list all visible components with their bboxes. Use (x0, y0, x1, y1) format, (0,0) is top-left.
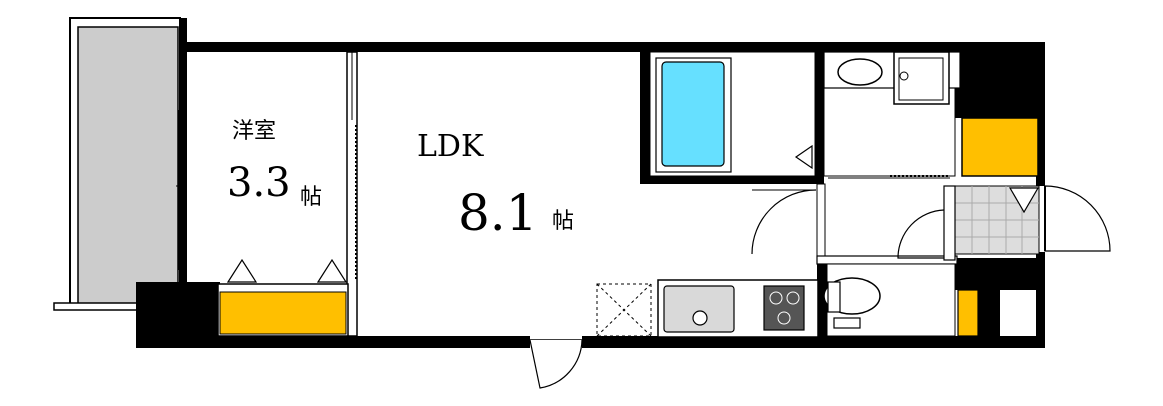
ldk-room-unit: 帖 (552, 209, 574, 234)
storage-east (961, 117, 1039, 177)
hallway (751, 183, 958, 265)
washroom (823, 51, 961, 179)
western-ldk-partition (346, 51, 358, 337)
ldk-door (529, 339, 583, 389)
ldk-room-name: LDK (417, 129, 484, 164)
western-room-size: 3.3 (227, 160, 291, 206)
western-room-unit: 帖 (300, 185, 322, 210)
balcony (53, 17, 181, 311)
toilet-room (817, 263, 979, 339)
western-room-name: 洋室 (232, 119, 276, 144)
entrance-tile (954, 185, 1040, 255)
entrance-door (1044, 185, 1111, 252)
western-closet (217, 258, 349, 337)
kitchen (596, 279, 819, 338)
ldk-room-size: 8.1 (458, 184, 538, 242)
bathroom (640, 51, 824, 184)
western-room-window (176, 110, 186, 270)
